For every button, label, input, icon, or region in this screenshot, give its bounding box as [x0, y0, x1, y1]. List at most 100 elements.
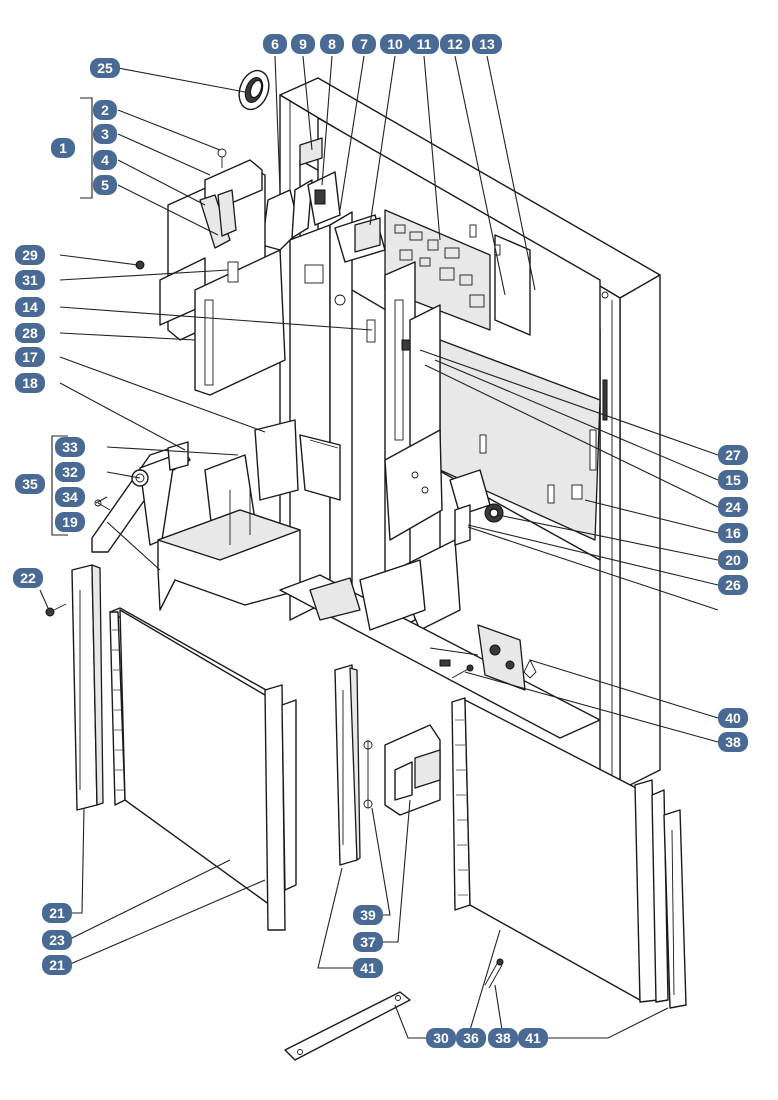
- callout-pill: [320, 34, 344, 54]
- callout-badge-c29: 29: [15, 245, 45, 265]
- callout-badge-c38b: 38: [488, 1028, 518, 1048]
- callout-label: 35: [22, 476, 38, 492]
- callout-pill: [718, 523, 748, 543]
- callout-badge-c36: 36: [456, 1028, 486, 1048]
- callout-badge-c31: 31: [15, 270, 45, 290]
- callout-label: 21: [49, 957, 65, 973]
- callout-badge-c11: 11: [409, 34, 439, 54]
- mounting-bar: [284, 991, 411, 1061]
- callout-pill: [353, 905, 383, 925]
- callout-pill: [90, 58, 120, 78]
- callout-pill: [352, 34, 376, 54]
- callout-pill: [426, 1028, 456, 1048]
- callout-pill: [353, 958, 383, 978]
- switch-block: [363, 724, 441, 816]
- callout-label: 11: [417, 36, 432, 52]
- callout-label: 21: [49, 905, 65, 921]
- callout-pill: [353, 932, 383, 952]
- callout-badge-c15: 15: [718, 470, 748, 490]
- callout-badge-c24: 24: [718, 497, 748, 517]
- callout-pill: [93, 124, 117, 144]
- callout-pill: [380, 34, 410, 54]
- callout-label: 26: [725, 577, 741, 593]
- callout-pill: [718, 708, 748, 728]
- callout-label: 1: [59, 140, 67, 156]
- callout-label: 27: [725, 447, 741, 463]
- callout-pill: [42, 955, 72, 975]
- callout-label: 25: [97, 60, 113, 76]
- callout-badge-c12: 12: [440, 34, 470, 54]
- callout-label: 23: [49, 932, 65, 948]
- callout-pill: [93, 175, 117, 195]
- callout-badge-c33: 33: [55, 437, 85, 457]
- center-bracket: [254, 419, 341, 501]
- callout-badge-c37: 37: [353, 932, 383, 952]
- callout-badge-c21b: 21: [42, 955, 72, 975]
- callout-pill: [291, 34, 315, 54]
- drip-tray: [157, 485, 301, 611]
- screw-pair: [451, 664, 504, 989]
- callout-label: 12: [447, 36, 463, 52]
- side-wall: [289, 211, 376, 621]
- callout-badge-c41b: 41: [518, 1028, 548, 1048]
- callout-pill: [55, 437, 85, 457]
- callout-badge-c28: 28: [15, 323, 45, 343]
- callout-pill: [55, 462, 85, 482]
- callout-label: 15: [725, 472, 741, 488]
- callout-badge-c40: 40: [718, 708, 748, 728]
- callout-label: 18: [22, 375, 38, 391]
- callout-badge-c22: 22: [13, 568, 43, 588]
- callout-badge-c5: 5: [93, 175, 117, 195]
- base-floor: [279, 559, 601, 739]
- callout-badge-c39: 39: [353, 905, 383, 925]
- callout-label: 32: [62, 464, 78, 480]
- control-pcb: [429, 624, 537, 691]
- callout-label: 24: [725, 499, 741, 515]
- callout-badge-c6: 6: [263, 34, 287, 54]
- callout-badge-c25: 25: [90, 58, 120, 78]
- callout-label: 13: [479, 36, 495, 52]
- callout-badge-c14: 14: [15, 297, 45, 317]
- callout-pill: [718, 732, 748, 752]
- callout-pill: [42, 930, 72, 950]
- gear-motor: [449, 469, 504, 546]
- callout-pill: [718, 497, 748, 517]
- callout-pill: [718, 470, 748, 490]
- callout-pill: [718, 445, 748, 465]
- callout-badge-c7: 7: [352, 34, 376, 54]
- callout-label: 5: [101, 177, 109, 193]
- callout-badge-c32: 32: [55, 462, 85, 482]
- callout-label: 37: [360, 934, 376, 950]
- bracket-assembly: [135, 148, 286, 396]
- callout-label: 38: [725, 734, 741, 750]
- callout-pill: [263, 34, 287, 54]
- callout-label: 34: [62, 489, 78, 505]
- gasket-ring: [238, 69, 270, 111]
- callout-label: 6: [271, 36, 279, 52]
- callout-badge-c35: 35: [15, 474, 45, 494]
- callout-label: 38: [495, 1030, 511, 1046]
- callout-badge-c18: 18: [15, 373, 45, 393]
- callout-label: 20: [725, 552, 741, 568]
- callout-label: 8: [328, 36, 336, 52]
- callout-label: 14: [22, 299, 38, 315]
- callout-label: 9: [299, 36, 307, 52]
- callout-badge-c26: 26: [718, 575, 748, 595]
- callout-pill: [15, 245, 45, 265]
- top-brackets: [261, 137, 386, 263]
- callout-badge-c17: 17: [15, 347, 45, 367]
- callout-pill: [15, 474, 45, 494]
- callout-pill: [15, 373, 45, 393]
- callout-pill: [55, 487, 85, 507]
- callout-badge-c19: 19: [55, 512, 85, 532]
- callout-pill: [472, 34, 502, 54]
- callout-label: 4: [101, 152, 109, 168]
- callout-badge-c8: 8: [320, 34, 344, 54]
- callout-badge-c13: 13: [472, 34, 502, 54]
- callout-pill: [456, 1028, 486, 1048]
- callout-pill: [93, 100, 117, 120]
- callout-badge-c10: 10: [380, 34, 410, 54]
- callout-pill: [15, 297, 45, 317]
